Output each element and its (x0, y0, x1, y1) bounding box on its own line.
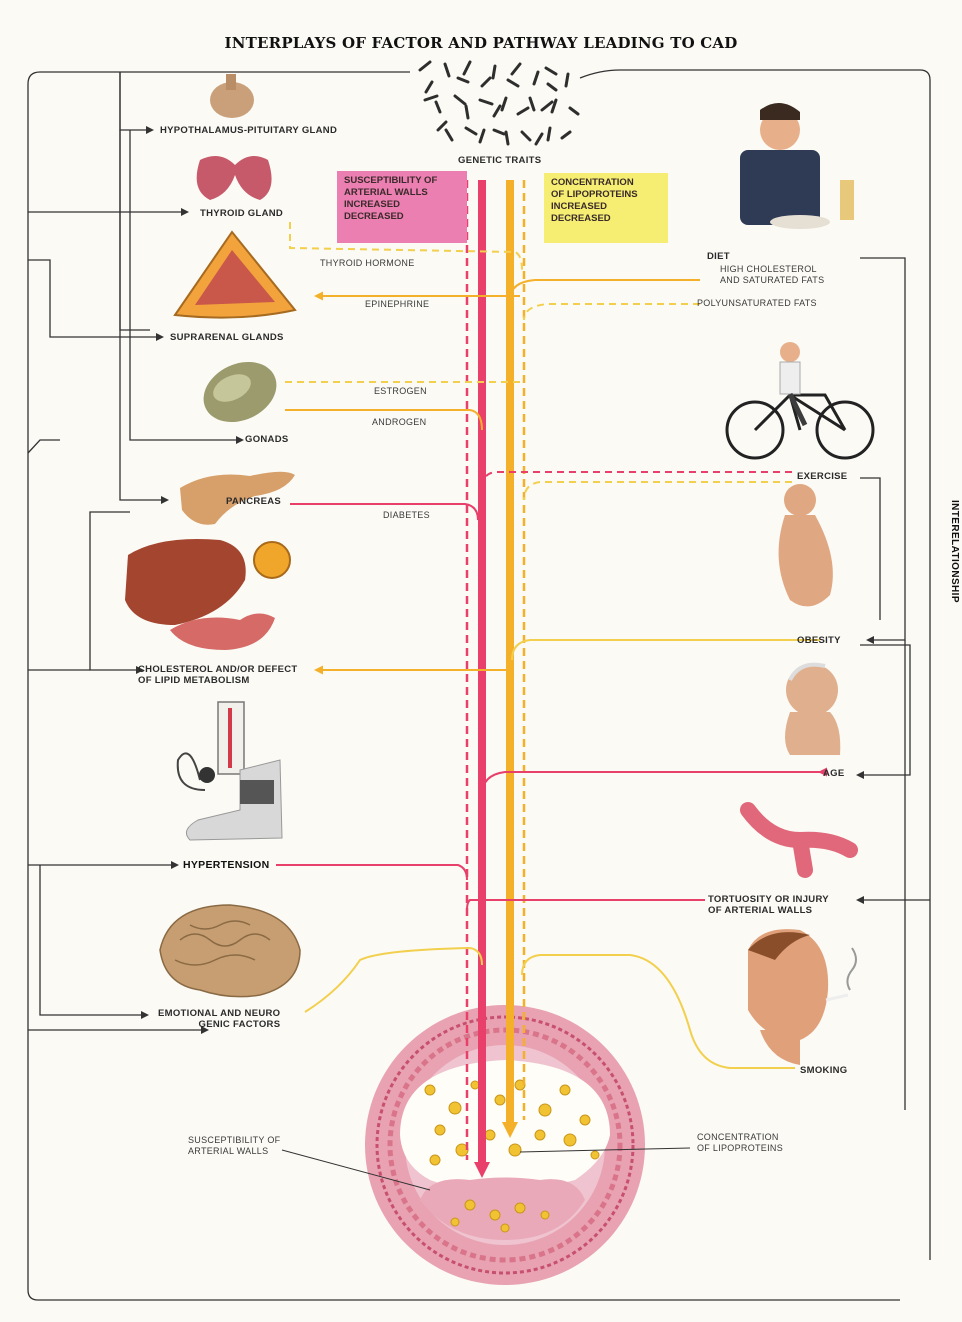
age-label: AGE (823, 768, 845, 779)
interrelationship-label: INTERELATIONSHIP (944, 500, 960, 603)
hypertension-label: HYPERTENSION (183, 859, 269, 871)
thyroid-label: THYROID GLAND (200, 208, 283, 219)
liver-icon (125, 539, 290, 650)
chromosomes-icon (420, 62, 578, 144)
bicycle-rider-icon (727, 342, 873, 458)
smoking-label: SMOKING (800, 1065, 848, 1076)
suprarenal-gland-icon (175, 232, 295, 318)
exercise-red-path (482, 472, 792, 488)
susceptibility-box-line2: ARTERIAL WALLS (344, 187, 460, 199)
susceptibility-box: SUSCEPTIBILITY OF ARTERIAL WALLS INCREAS… (337, 171, 467, 243)
diet-high-label: HIGH CHOLESTEROL AND SATURATED FATS (720, 264, 824, 286)
epinephrine-label: EPINEPHRINE (365, 299, 429, 309)
tortuosity-path (467, 900, 705, 910)
blood-pressure-gauge-icon (178, 702, 282, 840)
concentration-box-line4: DECREASED (551, 213, 661, 225)
hypertension-path (276, 865, 467, 880)
pituitary-gland-icon (210, 74, 254, 118)
age-path (482, 772, 822, 795)
diet-high-path (510, 280, 700, 300)
gonads-label: GONADS (245, 434, 289, 445)
concentration-box-line2: OF LIPOPROTEINS (551, 189, 661, 201)
susceptibility-box-line3: INCREASED (344, 199, 460, 211)
diabetes-label: DIABETES (383, 510, 430, 520)
concentration-box-line1: CONCENTRATION (551, 177, 661, 189)
emotional-path (305, 948, 482, 1012)
artery-cross-section-icon (365, 1005, 645, 1285)
diet-label: DIET (707, 251, 730, 262)
obesity-path (512, 640, 820, 660)
bottom-concentration-label: CONCENTRATION OF LIPOPROTEINS (697, 1132, 783, 1154)
thyroid-gland-icon (197, 156, 272, 200)
bottom-susceptibility-label: SUSCEPTIBILITY OF ARTERIAL WALLS (188, 1135, 280, 1157)
estrogen-label: ESTROGEN (374, 386, 427, 396)
brain-icon (160, 905, 300, 997)
thyroid-hormone-label: THYROID HORMONE (320, 258, 415, 268)
tortuous-artery-icon (748, 810, 850, 870)
suprarenal-label: SUPRARENAL GLANDS (170, 332, 284, 343)
genetic-traits-label: GENETIC TRAITS (458, 155, 541, 166)
hypothalamus-label: HYPOTHALAMUS-PITUITARY GLAND (160, 125, 337, 136)
obese-man-icon (779, 484, 833, 606)
obesity-label: OBESITY (797, 635, 841, 646)
exercise-yellow-path (524, 482, 792, 500)
diagram-title: INTERPLAYS OF FACTOR AND PATHWAY LEADING… (0, 34, 962, 52)
exercise-label: EXERCISE (797, 471, 847, 482)
cholesterol-label: CHOLESTEROL AND/OR DEFECT OF LIPID METAB… (138, 664, 298, 686)
androgen-label: ANDROGEN (372, 417, 426, 427)
diet-poly-path (524, 304, 700, 320)
smoking-man-icon (748, 929, 856, 1065)
elderly-man-icon (785, 664, 840, 755)
susceptibility-box-line4: DECREASED (344, 211, 460, 223)
pancreas-label: PANCREAS (226, 496, 281, 507)
concentration-box: CONCENTRATION OF LIPOPROTEINS INCREASED … (544, 173, 668, 243)
tortuosity-label: TORTUOSITY OR INJURY OF ARTERIAL WALLS (708, 894, 829, 916)
concentration-box-line3: INCREASED (551, 201, 661, 213)
gonad-icon (194, 351, 287, 434)
diet-poly-label: POLYUNSATURATED FATS (697, 298, 817, 308)
emotional-label: EMOTIONAL AND NEURO GENIC FACTORS (158, 1008, 280, 1030)
susceptibility-box-line1: SUSCEPTIBILITY OF (344, 175, 460, 187)
man-eating-icon (740, 103, 854, 229)
